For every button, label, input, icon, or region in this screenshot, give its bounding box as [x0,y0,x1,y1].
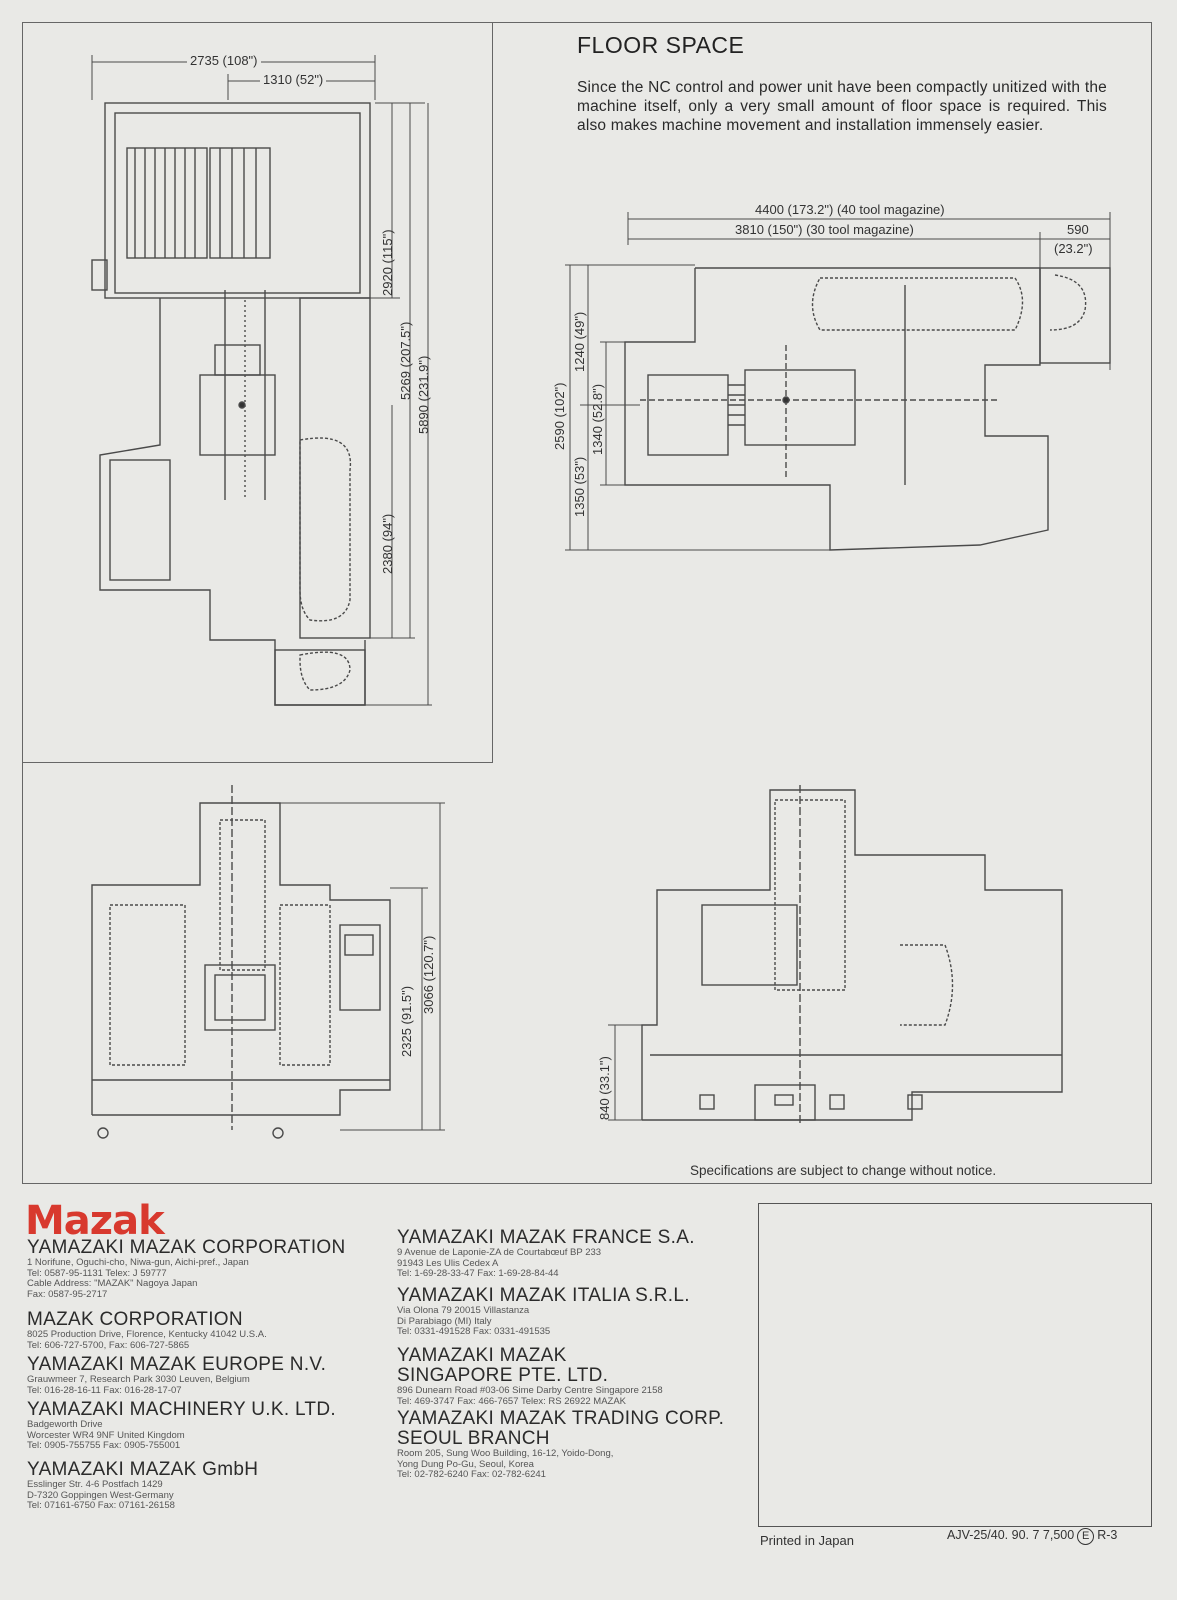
company-4: YAMAZAKI MAZAK GmbH Esslinger Str. 4-6 P… [27,1460,258,1512]
dim-depth-1350: 1350 (53") [572,456,587,517]
dim-width-30: 3810 (150") (30 tool magazine) [732,222,917,237]
dim-height-2325: 2325 (91.5") [399,985,414,1057]
company-name: YAMAZAKI MAZAK SINGAPORE PTE. LTD. [397,1345,609,1386]
company-address: 9 Avenue de Laponie-ZA de Courtabœuf BP … [397,1247,602,1279]
dim-width-40: 4400 (173.2") (40 tool magazine) [752,202,948,217]
company-7: YAMAZAKI MAZAK SINGAPORE PTE. LTD. 896 D… [397,1346,663,1407]
company-0: YAMAZAKI MAZAK CORPORATION 1 Norifune, O… [27,1238,346,1300]
dim-depth-mid: 5269 (207.5") [398,321,413,400]
front-elevation-drawing [91,785,391,1139]
printed-in-japan: Printed in Japan [760,1533,854,1548]
right-plan-dimension-lines [565,212,1111,551]
company-address: Via Olona 79 20015 Villastanza Di Parabi… [397,1305,551,1337]
dim-depth-1340: 1340 (52.8") [590,383,605,455]
dim-depth-1240: 1240 (49") [572,311,587,372]
dim-ext-in: (23.2") [1054,241,1093,256]
dim-depth-lower: 2380 (94") [380,513,395,574]
left-plan-frame [22,22,493,763]
company-address: Esslinger Str. 4-6 Postfach 1429 D-7320 … [27,1479,175,1511]
company-name: YAMAZAKI MAZAK ITALIA S.R.L. [397,1285,690,1306]
drawing-frame [22,22,1152,1184]
left-plan-drawing [91,102,371,706]
company-address: Room 205, Sung Woo Building, 16-12, Yoid… [397,1448,614,1480]
company-address: Badgeworth Drive Worcester WR4 9NF Unite… [27,1419,185,1451]
company-address: 1 Norifune, Oguchi-cho, Niwa-gun, Aichi-… [27,1257,249,1300]
dim-ext-mm: 590 [1067,222,1089,237]
dim-depth-upper: 2920 (115") [380,229,395,296]
company-2: YAMAZAKI MAZAK EUROPE N.V. Grauwmeer 7, … [27,1355,326,1396]
company-8: YAMAZAKI MAZAK TRADING CORP. SEOUL BRANC… [397,1409,724,1481]
company-name: YAMAZAKI MAZAK FRANCE S.A. [397,1227,695,1248]
page-number: R-3 [1097,1528,1118,1542]
front-elevation-dimension-lines [280,802,445,1131]
company-3: YAMAZAKI MACHINERY U.K. LTD. Badgeworth … [27,1400,336,1452]
company-address: 896 Dunearn Road #03-06 Sime Darby Centr… [397,1385,663,1407]
company-name: YAMAZAKI MAZAK EUROPE N.V. [27,1354,327,1375]
dim-width-part: 1310 (52") [260,72,327,87]
floor-space-title: FLOOR SPACE [577,32,745,58]
dim-depth-2590: 2590 (102") [552,382,567,451]
right-plan-drawing [624,267,1111,551]
company-name: MAZAK CORPORATION [27,1309,243,1330]
company-name: YAMAZAKI MACHINERY U.K. LTD. [27,1399,336,1420]
company-name: YAMAZAKI MAZAK CORPORATION [27,1237,346,1258]
catalog-code-text: AJV-25/40. 90. 7 7,500 [947,1528,1075,1542]
dim-height-3066: 3066 (120.7") [421,935,436,1014]
company-address: 8025 Production Drive, Florence, Kentuck… [27,1329,267,1351]
company-1: MAZAK CORPORATION 8025 Production Drive,… [27,1310,267,1351]
dim-depth-total: 5890 (231.9") [416,355,431,434]
mazak-logo: Mazak [25,1198,165,1244]
dim-width-total: 2735 (108") [187,53,261,68]
company-name: YAMAZAKI MAZAK GmbH [27,1459,259,1480]
company-6: YAMAZAKI MAZAK ITALIA S.R.L. Via Olona 7… [397,1286,690,1338]
dim-table-840: 840 (33.1") [597,1056,612,1120]
dealer-stamp-box [758,1203,1152,1527]
catalog-code-mark: E [1077,1528,1095,1545]
company-name: YAMAZAKI MAZAK TRADING CORP. SEOUL BRANC… [397,1408,725,1449]
company-5: YAMAZAKI MAZAK FRANCE S.A. 9 Avenue de L… [397,1228,695,1280]
floor-space-description: Since the NC control and power unit have… [577,79,1107,134]
side-elevation-drawing [641,785,1063,1125]
spec-note: Specifications are subject to change wit… [690,1163,997,1178]
side-elevation-dimension-lines [608,1024,700,1121]
left-plan-dimension-lines [91,55,432,706]
company-address: Grauwmeer 7, Research Park 3030 Leuven, … [27,1374,250,1396]
